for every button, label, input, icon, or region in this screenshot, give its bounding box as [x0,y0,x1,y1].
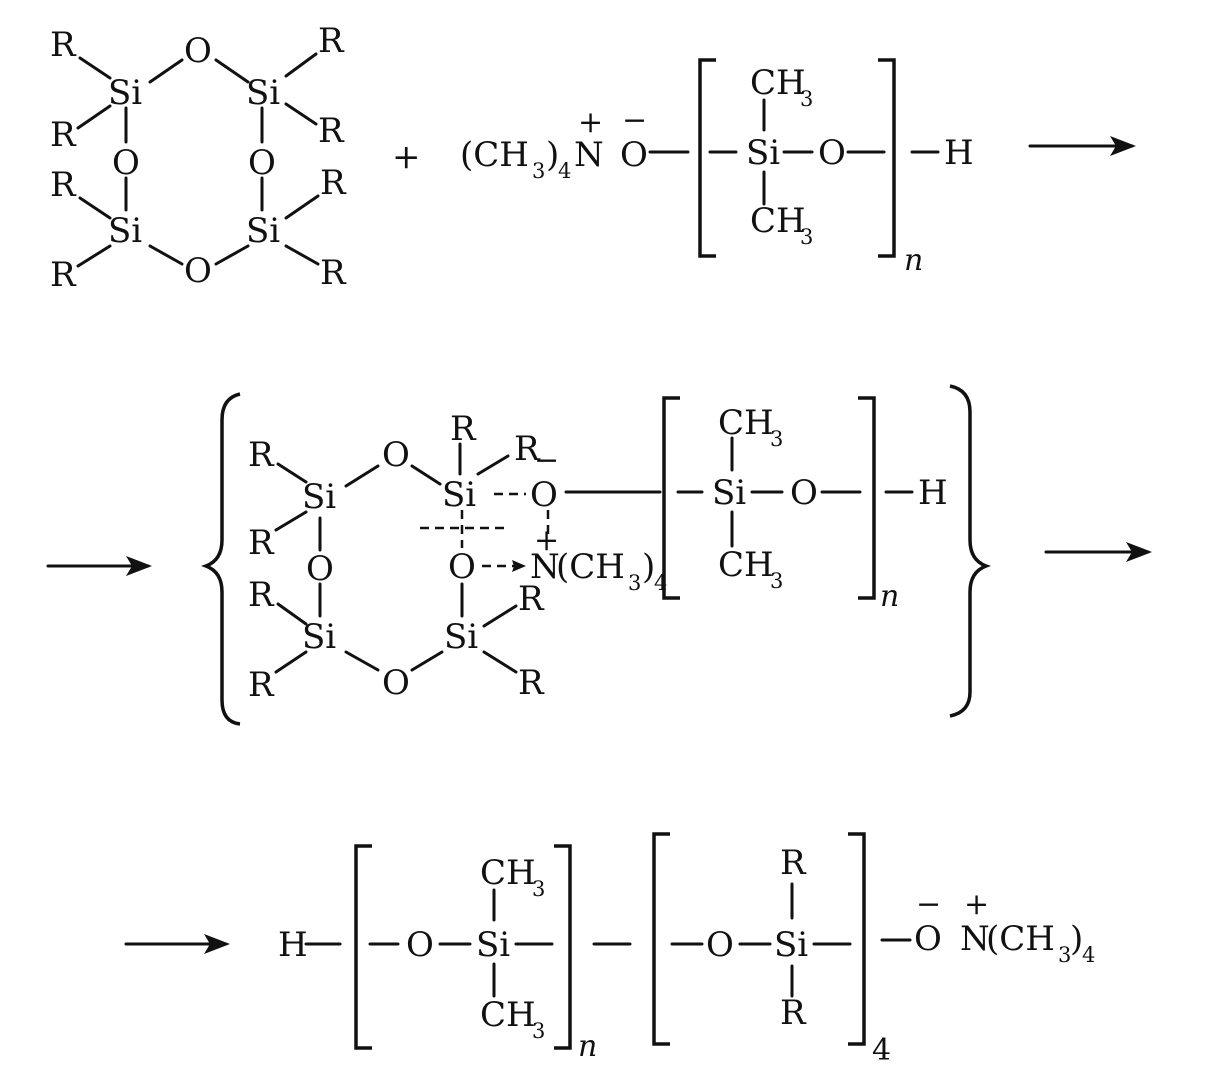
o-atom: O [818,133,846,173]
silanolate-catalyst: (CH 3 ) 4 N + O − Si CH 3 CH 3 O n H [460,58,974,278]
repeat-n: n [880,579,899,614]
svg-text:3: 3 [532,159,545,183]
svg-text:3: 3 [532,1019,545,1043]
n-atom: N [530,547,560,587]
o-atom: O [112,143,140,183]
o-atom: O [382,663,410,703]
o-atom: O [790,473,818,513]
minus-charge: − [622,103,647,138]
plus-charge: + [578,105,603,140]
si-atom: Si [246,211,280,251]
h-atom: H [944,133,974,173]
si-atom: Si [108,211,142,251]
r-group: R [780,843,807,883]
r-group: R [248,435,275,475]
o-atom: O [248,143,276,183]
methyl-label: CH [718,545,774,585]
svg-text:3: 3 [770,427,783,451]
o-atom: O [382,435,410,475]
o-atom: O [914,919,942,959]
svg-text:3: 3 [800,87,813,111]
repeat-n: n [904,243,923,278]
si-atom: Si [108,73,142,113]
si-atom: Si [444,617,478,657]
reaction-arrow [1028,136,1136,156]
plus-charge: + [534,523,559,558]
r-group: R [450,409,477,449]
si-atom: Si [746,133,780,173]
r-group: R [318,111,345,151]
r-group: R [50,115,77,155]
methyl-label: CH [718,403,774,443]
reaction-arrow [46,556,152,576]
nme4-prefix: (CH [460,135,529,175]
r-group: R [318,21,345,61]
o-atom: O [306,549,334,589]
reaction-arrow [1044,542,1152,562]
r-group: R [518,579,545,619]
repeat-count: 4 [872,1033,891,1068]
polymer-product: H O Si CH 3 CH 3 n O Si R R 4 O − N + (C… [278,832,1095,1068]
o-atom: O [448,547,476,587]
o-atom: O [530,475,558,515]
plus-charge: + [964,887,989,922]
svg-text:): ) [1070,919,1083,959]
r-group: R [320,163,347,203]
nme4-prefix: (CH [986,919,1055,959]
si-atom: Si [712,473,746,513]
si-atom: Si [476,925,510,965]
methyl-label: CH [480,853,536,893]
nme4-prefix: (CH [556,547,625,587]
n-atom: N [960,919,990,959]
si-atom: Si [246,73,280,113]
right-brace [949,384,991,718]
h-atom: H [278,925,308,965]
pentacoordinate-intermediate: R R Si O Si R R O − O O N + (CH 3 ) 4 R … [248,396,948,705]
si-atom: Si [442,475,476,515]
si-atom: Si [302,617,336,657]
r-group: R [518,663,545,703]
methyl-label: CH [750,201,806,241]
repeat-n: n [578,1029,597,1064]
r-group: R [514,429,541,469]
r-group: R [780,993,807,1033]
si-atom: Si [302,477,336,517]
svg-text:4: 4 [558,159,571,183]
r-group: R [50,165,77,205]
r-group: R [50,25,77,65]
cyclotetrasiloxane-reactant: Si Si Si Si O O O O R R R R R R R R [50,21,347,295]
minus-charge: − [916,887,941,922]
svg-text:3: 3 [1058,943,1071,967]
r-group: R [248,665,275,705]
methyl-label: CH [750,63,806,103]
svg-text:4: 4 [1082,943,1095,967]
svg-text:3: 3 [800,225,813,249]
r-group: R [320,253,347,293]
h-atom: H [918,473,948,513]
o-atom: O [184,31,212,71]
svg-text:3: 3 [628,571,641,595]
minus-charge: − [534,443,559,478]
o-atom: O [620,135,648,175]
si-atom: Si [774,925,808,965]
svg-text:): ) [546,135,559,175]
r-group: R [248,523,275,563]
plus-sign: + [392,137,421,177]
n-atom: N [574,135,604,175]
o-atom: O [184,251,212,291]
r-group: R [248,575,275,615]
left-brace [201,392,241,726]
r-group: R [50,255,77,295]
svg-text:3: 3 [532,877,545,901]
methyl-label: CH [480,995,536,1035]
svg-text:3: 3 [770,569,783,593]
o-atom: O [706,925,734,965]
svg-text:): ) [642,547,655,587]
reaction-arrow [124,934,230,954]
o-atom: O [406,925,434,965]
